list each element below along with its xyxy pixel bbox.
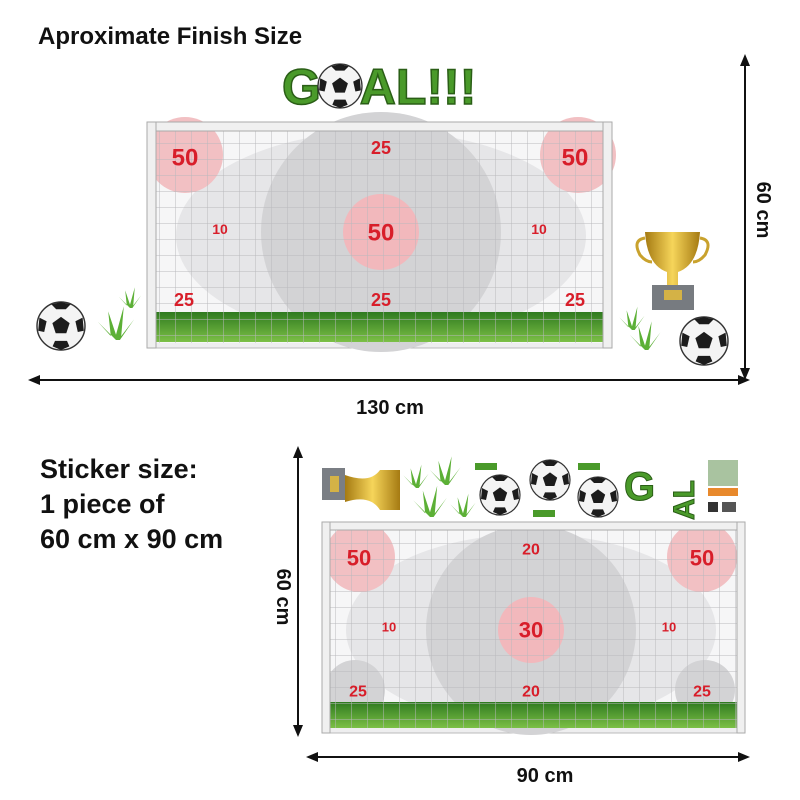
sticker-trophy-icon: [322, 468, 400, 510]
finish-goal-target: 50 25 50 10 50 10 25 25 25: [146, 112, 616, 352]
sticker-height-label: 60 cm: [272, 569, 294, 626]
exclamation-sticker: [533, 510, 555, 517]
score-top-center: 25: [371, 138, 391, 158]
exclamation-sticker: [578, 463, 600, 470]
score-mid-right: 10: [531, 221, 547, 237]
score-center: 50: [368, 220, 395, 247]
height-dimension-arrow: [740, 54, 750, 380]
score-bottom-center: 20: [522, 684, 540, 701]
soccer-ball-icon: [680, 317, 728, 365]
score-mid-left: 10: [212, 221, 228, 237]
width-dimension-arrow: [28, 375, 750, 385]
score-center: 30: [519, 618, 543, 643]
score-bottom-right: 25: [565, 290, 585, 310]
sticker-dimensions: 60 cm x 90 cm: [40, 524, 223, 554]
score-top-right: 50: [690, 546, 714, 571]
finish-height-label: 60 cm: [752, 182, 774, 239]
sticker-letter-g: G: [624, 465, 655, 509]
score-top-left: 50: [347, 546, 371, 571]
score-bottom-right: 25: [693, 684, 711, 701]
sticker-width-label: 90 cm: [517, 765, 574, 787]
soccer-ball-icon: [318, 64, 362, 108]
goal-title-text: GOAL!!!: [282, 59, 476, 115]
soccer-ball-icon: [578, 477, 618, 517]
grass-tuft-icon: [118, 287, 142, 308]
goal-title-art: GOAL!!!: [281, 59, 477, 115]
score-top-center: 20: [522, 542, 540, 559]
grass-tuft-icon: [619, 306, 645, 330]
sticker-letters-al: AL: [668, 480, 701, 520]
soccer-ball-icon: [530, 460, 570, 500]
score-top-left: 50: [172, 145, 199, 172]
sticker-goal-target: 50 20 50 10 30 10 25 20 25: [321, 521, 746, 735]
score-bottom-left: 25: [174, 290, 194, 310]
sticker-width-arrow: [306, 752, 750, 762]
score-bottom-left: 25: [349, 684, 367, 701]
score-top-right: 50: [562, 145, 589, 172]
net: [330, 530, 737, 728]
sticker-height-arrow: [293, 446, 303, 737]
trophy-icon: [635, 232, 710, 310]
finish-width-label: 130 cm: [356, 397, 424, 419]
exclamation-sticker: [475, 463, 497, 470]
package-label-thumbnail: [708, 460, 738, 512]
soccer-ball-icon: [480, 475, 520, 515]
soccer-ball-icon: [37, 302, 85, 350]
grass-tuft-icon: [429, 456, 461, 485]
finish-size-heading: Aproximate Finish Size: [38, 23, 302, 50]
grass-tuft-icon: [97, 306, 135, 340]
sticker-piece-count: 1 piece of: [40, 489, 166, 519]
score-mid-left: 10: [382, 620, 396, 635]
score-mid-right: 10: [662, 620, 676, 635]
grass-tuft-icon: [450, 493, 476, 517]
grass-tuft-icon: [413, 485, 447, 517]
grass-tuft-icon: [403, 464, 429, 488]
net: [156, 131, 604, 343]
score-bottom-center: 25: [371, 290, 391, 310]
sticker-size-heading: Sticker size:: [40, 454, 198, 484]
